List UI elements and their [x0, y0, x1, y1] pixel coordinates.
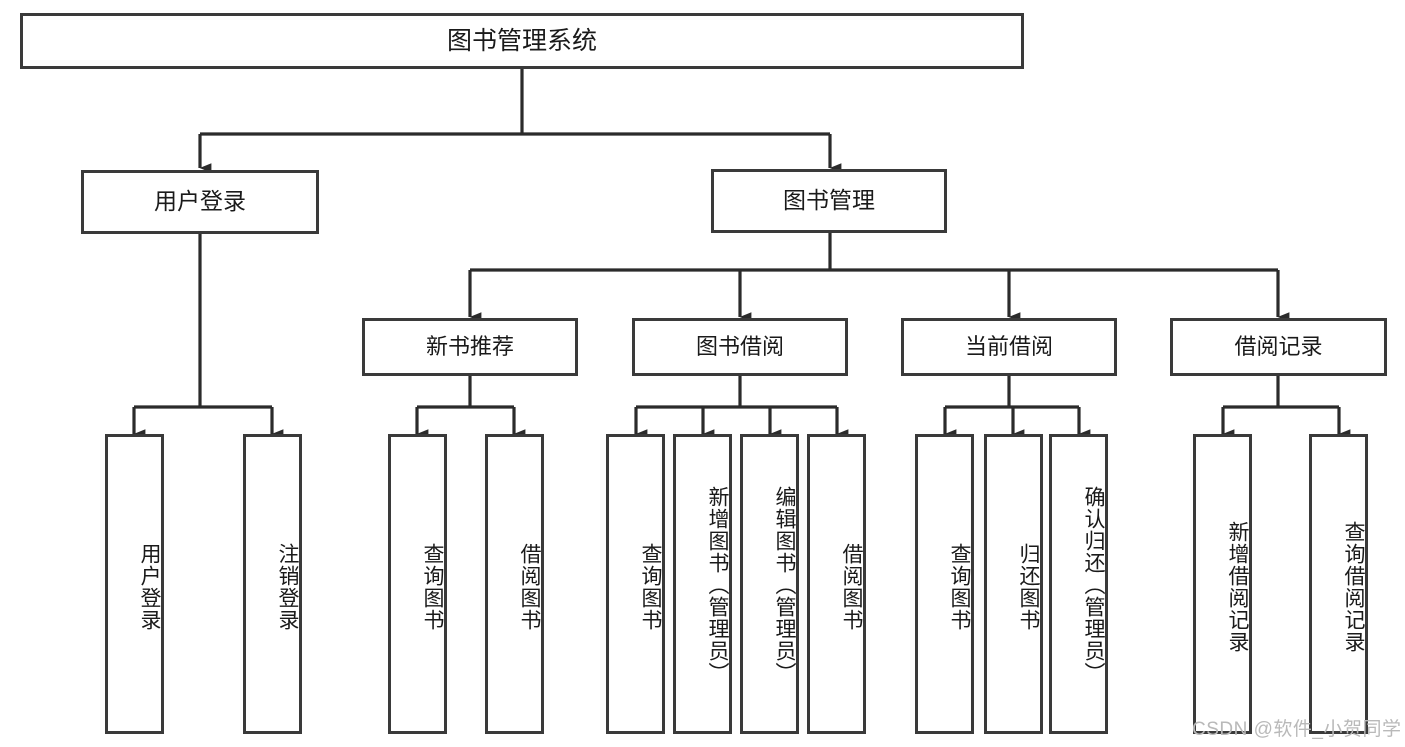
node-label: 编辑图书（管理员）	[773, 486, 796, 684]
leaf-add-borrow-record[interactable]: 新增借阅记录	[1193, 434, 1252, 734]
node-root-system[interactable]: 图书管理系统	[20, 13, 1024, 69]
leaf-logout[interactable]: 注销登录	[243, 434, 302, 734]
node-label: 确认归还（管理员）	[1082, 486, 1105, 684]
node-user-login[interactable]: 用户登录	[81, 170, 319, 234]
node-label: 用户登录	[138, 543, 161, 631]
node-label: 当前借阅	[964, 333, 1053, 359]
leaf-query-book-current[interactable]: 查询图书	[915, 434, 974, 734]
node-label: 查询图书	[421, 543, 444, 631]
node-current-borrow[interactable]: 当前借阅	[901, 318, 1117, 376]
csdn-watermark: CSDN @软件_小贺同学	[1192, 719, 1402, 740]
node-book-management[interactable]: 图书管理	[711, 169, 947, 233]
node-label: 图书管理	[783, 187, 875, 214]
leaf-query-book-new[interactable]: 查询图书	[388, 434, 447, 734]
leaf-edit-book-admin[interactable]: 编辑图书（管理员）	[740, 434, 799, 734]
node-new-book-recommend[interactable]: 新书推荐	[362, 318, 578, 376]
node-label: 查询图书	[948, 543, 971, 631]
leaf-query-borrow-record[interactable]: 查询借阅记录	[1309, 434, 1368, 734]
leaf-borrow-book-new[interactable]: 借阅图书	[485, 434, 544, 734]
node-label: 查询借阅记录	[1342, 521, 1365, 653]
node-label: 借阅图书	[518, 543, 541, 631]
node-book-borrow[interactable]: 图书借阅	[632, 318, 848, 376]
node-label: 新书推荐	[425, 333, 514, 359]
leaf-borrow-book[interactable]: 借阅图书	[807, 434, 866, 734]
node-label: 借阅图书	[840, 543, 863, 631]
leaf-confirm-return-admin[interactable]: 确认归还（管理员）	[1049, 434, 1108, 734]
leaf-query-book-borrow[interactable]: 查询图书	[606, 434, 665, 734]
leaf-add-book-admin[interactable]: 新增图书（管理员）	[673, 434, 732, 734]
node-label: 新增借阅记录	[1226, 521, 1249, 653]
node-label: 借阅记录	[1234, 333, 1323, 359]
leaf-user-login[interactable]: 用户登录	[105, 434, 164, 734]
node-label: 图书借阅	[695, 333, 784, 359]
node-borrow-record[interactable]: 借阅记录	[1170, 318, 1387, 376]
node-label: 注销登录	[276, 543, 299, 631]
leaf-return-book[interactable]: 归还图书	[984, 434, 1043, 734]
node-label: 图书管理系统	[446, 27, 597, 55]
node-label: 新增图书（管理员）	[706, 486, 729, 684]
node-label: 用户登录	[154, 188, 246, 215]
node-label: 归还图书	[1017, 543, 1040, 631]
node-label: 查询图书	[639, 543, 662, 631]
